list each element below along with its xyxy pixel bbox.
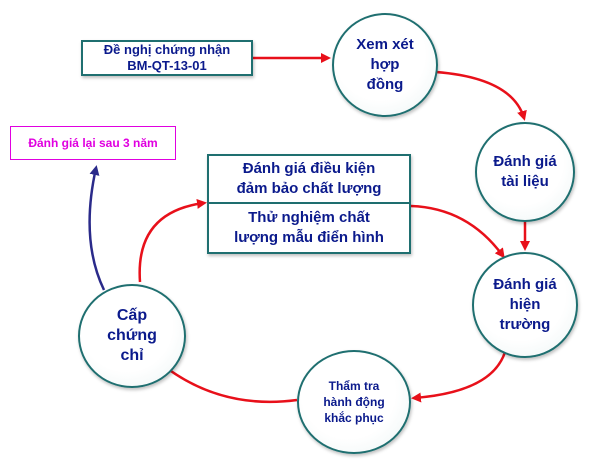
arrow-contract-to-docs: [435, 70, 527, 121]
arrow-verify-to-cert: [161, 364, 298, 404]
arrow-cert-to-reevaluation: [88, 165, 106, 291]
certification-request-box: Đề nghị chứng nhận BM-QT-13-01: [81, 40, 253, 76]
field-evaluation-node: Đánh giá hiện trường: [472, 252, 578, 358]
arrow-test-to-field: [410, 204, 505, 259]
sample-quality-testing-box: Thử nghiệm chất lượng mẫu điển hình: [207, 204, 411, 254]
arrow-field-to-verify: [411, 351, 507, 403]
contract-review-node: Xem xét hợp đồng: [332, 13, 438, 117]
reevaluation-after-3-years-box: Đánh giá lại sau 3 năm: [10, 126, 176, 160]
document-evaluation-node: Đánh giá tài liệu: [475, 122, 575, 222]
certification-node: Cấp chứng chỉ: [78, 284, 186, 388]
corrective-action-verification-node: Thẩm tra hành động khắc phục: [297, 350, 411, 454]
quality-condition-evaluation-box: Đánh giá điều kiện đảm bảo chất lượng: [207, 154, 411, 204]
arrow-cert-to-conditions: [138, 198, 207, 283]
